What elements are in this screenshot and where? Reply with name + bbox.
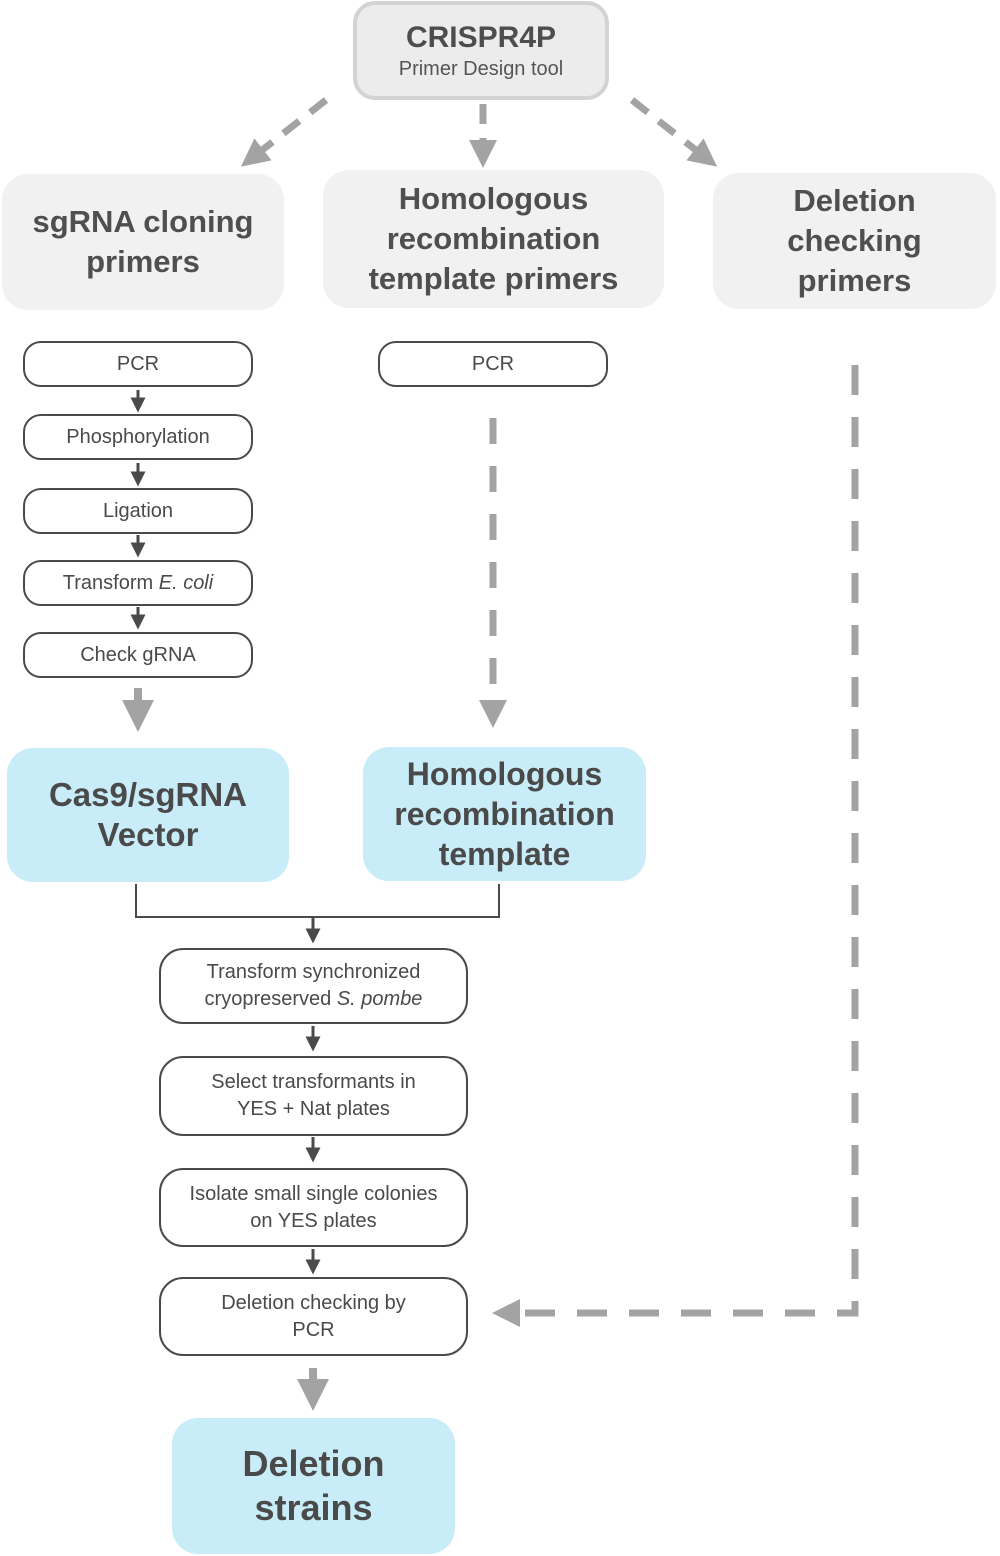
step-phosphorylation-label: Phosphorylation: [66, 425, 210, 448]
step-pcr-middle: PCR: [378, 341, 608, 387]
sgrna-label-line1: sgRNA cloning: [32, 204, 254, 239]
step-isolate-colonies: Isolate small single colonies on YES pla…: [159, 1168, 468, 1247]
join-bracket: [135, 884, 500, 918]
select-line1: Select transformants in: [211, 1071, 416, 1093]
vector-label-line1: Cas9/sgRNA: [48, 776, 248, 813]
hr-label-line3: template primers: [368, 261, 619, 296]
deletion-strains-box: Deletion strains: [172, 1418, 455, 1554]
strains-label-line1: Deletion: [242, 1443, 385, 1484]
template-label-line2: recombination: [394, 796, 615, 832]
step-check-grna: Check gRNA: [23, 632, 253, 678]
template-label-line1: Homologous: [406, 756, 603, 792]
deletion-check-line2: PCR: [292, 1318, 335, 1341]
step-check-grna-label: Check gRNA: [80, 643, 196, 666]
crispr4p-title: CRISPR4P: [405, 20, 557, 54]
dashed-arrow-to-sgrna: [240, 97, 329, 167]
isolate-line2: on YES plates: [250, 1209, 377, 1232]
dashed-arrow-to-deletion: [629, 97, 718, 167]
step-pcr-left-label: PCR: [116, 352, 160, 375]
deletion-label-line3: primers: [797, 263, 912, 298]
step-pcr-left: PCR: [23, 341, 253, 387]
sgrna-cloning-primers-box: sgRNA cloning primers: [2, 174, 284, 310]
step-transform-spombe: Transform synchronized cryopreserved S. …: [159, 948, 468, 1024]
step-ligation: Ligation: [23, 488, 253, 534]
transform-spombe-line1: Transform synchronized: [206, 961, 421, 983]
step-phosphorylation: Phosphorylation: [23, 414, 253, 460]
crispr4p-subtitle: Primer Design tool: [398, 57, 564, 80]
select-line2: YES + Nat plates: [237, 1098, 390, 1120]
hr-template-primers-box: Homologous recombination template primer…: [323, 170, 664, 308]
transform-spombe-line2: cryopreserved S. pombe: [204, 988, 423, 1010]
hr-label-line1: Homologous: [398, 181, 589, 216]
isolate-line1: Isolate small single colonies: [189, 1182, 438, 1205]
step-pcr-middle-label: PCR: [471, 352, 515, 375]
hr-template-box: Homologous recombination template: [363, 747, 646, 881]
template-label-line3: template: [438, 836, 571, 872]
vector-label-line2: Vector: [97, 816, 199, 853]
step-transform-ecoli-label: Transform E. coli: [62, 571, 214, 594]
step-ligation-label: Ligation: [102, 499, 174, 522]
step-deletion-checking-pcr: Deletion checking by PCR: [159, 1277, 468, 1356]
sgrna-label-line2: primers: [86, 244, 200, 279]
deletion-label-line2: checking: [787, 223, 922, 258]
deletion-check-line1: Deletion checking by: [221, 1291, 406, 1314]
cas9-sgrna-vector-box: Cas9/sgRNA Vector: [7, 748, 289, 882]
strains-label-line2: strains: [254, 1487, 373, 1528]
dashed-deletion-path: [492, 365, 859, 1327]
hr-label-line2: recombination: [386, 221, 601, 256]
crispr4p-tool-box: CRISPR4P Primer Design tool: [353, 1, 609, 100]
step-transform-ecoli: Transform E. coli: [23, 560, 253, 606]
deletion-label-line1: Deletion: [793, 183, 916, 218]
step-select-transformants: Select transformants in YES + Nat plates: [159, 1056, 468, 1136]
deletion-checking-primers-box: Deletion checking primers: [713, 173, 996, 309]
